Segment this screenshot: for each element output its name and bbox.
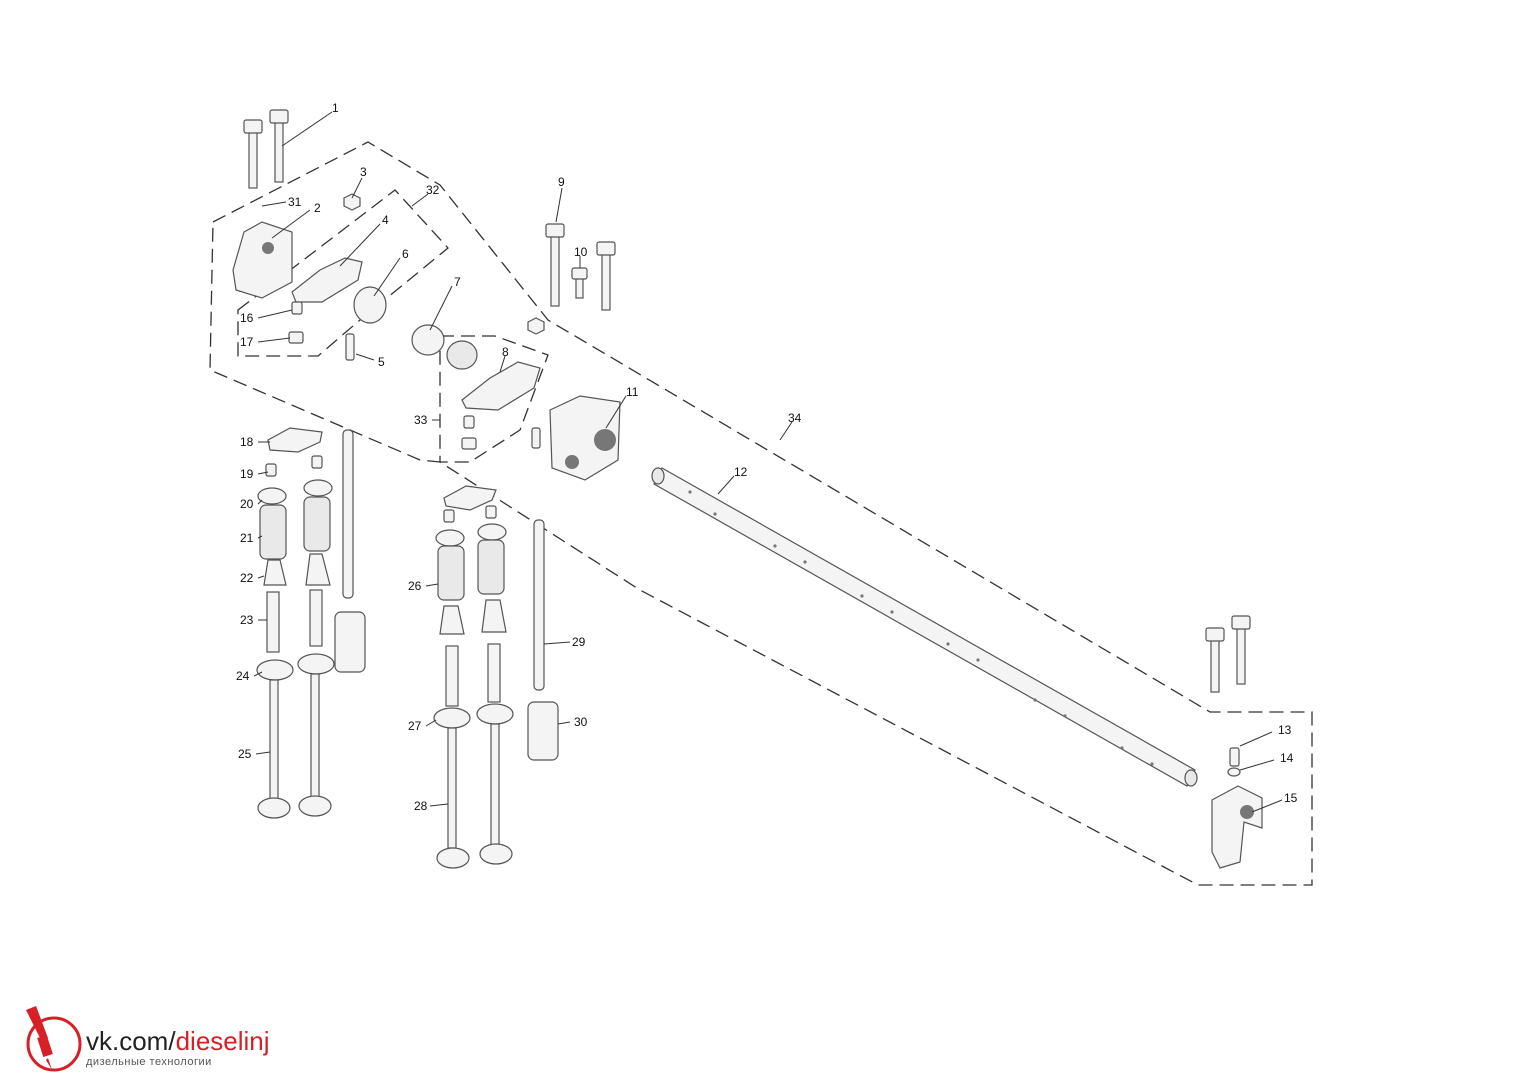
- callout-22: 22: [240, 571, 254, 585]
- assembly-outline-32: [237, 189, 449, 357]
- callout-11: 11: [626, 385, 639, 399]
- callout-30: 30: [574, 715, 588, 729]
- tappet-left: [334, 611, 366, 673]
- valve-spring-set-left: [256, 479, 335, 819]
- assembly-outline-34: [209, 141, 1313, 886]
- push-rod-left: [342, 429, 354, 599]
- end-bolts: [1205, 615, 1251, 693]
- rocker-arm-4: [291, 257, 363, 303]
- callout-4: 4: [382, 213, 389, 227]
- callout-31: 31: [288, 195, 302, 209]
- brand-tagline: дизельные технологии: [86, 1056, 212, 1068]
- brand-url[interactable]: vk.com/dieselinj: [86, 1026, 270, 1056]
- callout-1: 1: [332, 101, 339, 115]
- push-rod-29: [533, 519, 545, 691]
- callout-20: 20: [240, 497, 254, 511]
- callout-2: 2: [314, 201, 321, 215]
- bushing-7: [411, 324, 445, 356]
- end-support-15: [1211, 785, 1263, 869]
- adjuster-16: [291, 301, 303, 315]
- assembly-outline-33: [439, 335, 549, 463]
- bridge-18: [267, 427, 323, 453]
- callout-33: 33: [414, 413, 428, 427]
- brand-watermark: vk.com/dieselinj дизельные технологии: [18, 1000, 308, 1080]
- rocker-shaft-12: [651, 467, 1198, 787]
- pin-5: [345, 333, 355, 361]
- callout-16: 16: [240, 311, 254, 325]
- callout-32: 32: [426, 183, 440, 197]
- callout-9: 9: [558, 175, 565, 189]
- leader-lines: [253, 111, 1283, 813]
- callout-15: 15: [1284, 791, 1298, 805]
- washer-14: [1227, 767, 1241, 777]
- callout-10: 10: [574, 245, 588, 259]
- bolts-9-10: [545, 223, 616, 311]
- callout-8: 8: [502, 345, 509, 359]
- callout-19: 19: [240, 467, 254, 481]
- callout-7: 7: [454, 275, 461, 289]
- callout-23: 23: [240, 613, 254, 627]
- callout-21: 21: [240, 531, 254, 545]
- callout-24: 24: [236, 669, 250, 683]
- cap-17: [288, 331, 304, 344]
- callout-18: 18: [240, 435, 254, 449]
- bushing-6: [353, 286, 387, 324]
- callout-28: 28: [414, 799, 428, 813]
- tappet-30: [527, 701, 559, 761]
- callout-25: 25: [238, 747, 252, 761]
- callout-26: 26: [408, 579, 422, 593]
- valve-spring-set-middle: [433, 523, 514, 869]
- rocker-arm-8: [461, 361, 541, 411]
- callout-29: 29: [572, 635, 586, 649]
- rocker-support-2: [232, 221, 293, 299]
- callout-17: 17: [240, 335, 254, 349]
- bolt-pair-1: [243, 109, 289, 189]
- callout-13: 13: [1278, 723, 1292, 737]
- callout-5: 5: [378, 355, 385, 369]
- screw-13: [1229, 747, 1240, 767]
- collet-19: [265, 463, 277, 477]
- nut-3: [343, 193, 361, 211]
- injector-logo-icon: [26, 1006, 82, 1072]
- callout-27: 27: [408, 719, 422, 733]
- callout-34: 34: [788, 411, 802, 425]
- callout-3: 3: [360, 165, 367, 179]
- callout-12: 12: [734, 465, 748, 479]
- callout-6: 6: [402, 247, 409, 261]
- callout-numbers: 1 2 3 4 5 6 7 8 9 10 11 12 13 14 15 16 1…: [236, 101, 1298, 813]
- callout-14: 14: [1280, 751, 1294, 765]
